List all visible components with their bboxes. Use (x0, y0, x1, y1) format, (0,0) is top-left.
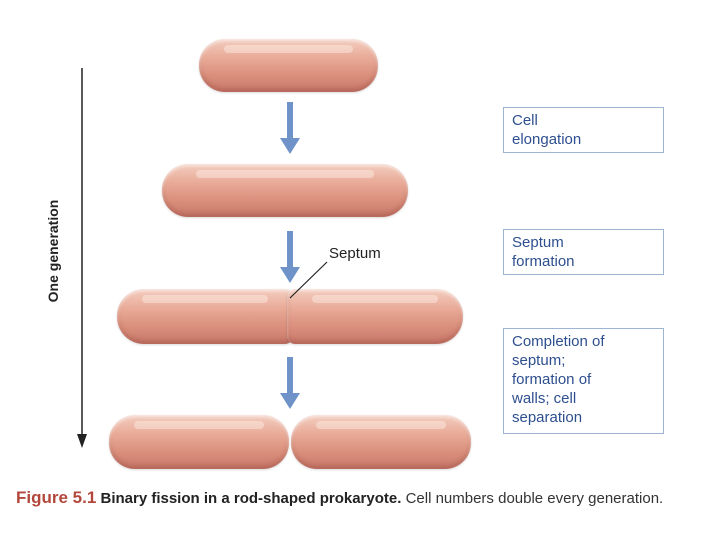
step-arrow-3 (280, 357, 300, 409)
cell-elongated (162, 164, 408, 217)
figure-text: Cell numbers double every generation. (405, 490, 664, 507)
one-generation-label: One generation (45, 199, 61, 303)
step-arrow-2 (280, 231, 300, 283)
step-arrow-1 (280, 102, 300, 154)
daughter-cell-right (291, 415, 471, 469)
figure-caption: Figure 5.1 Binary fission in a rod-shape… (16, 488, 706, 509)
figure-title: Binary fission in a rod-shaped prokaryot… (100, 490, 402, 507)
figure-number: Figure 5.1 (16, 488, 97, 507)
generation-arrow (77, 68, 87, 448)
cell-initial (199, 39, 378, 92)
daughter-cell-left (109, 415, 289, 469)
step-label-completion: Completion of septum; formation of walls… (503, 328, 664, 434)
septum-pointer (289, 261, 328, 299)
cell-septum-left (117, 289, 293, 344)
step-label-septum-formation: Septum formation (503, 229, 664, 275)
step-label-elongation: Cell elongation (503, 107, 664, 153)
cell-septum-right (287, 289, 463, 344)
septum-label: Septum (329, 245, 381, 262)
